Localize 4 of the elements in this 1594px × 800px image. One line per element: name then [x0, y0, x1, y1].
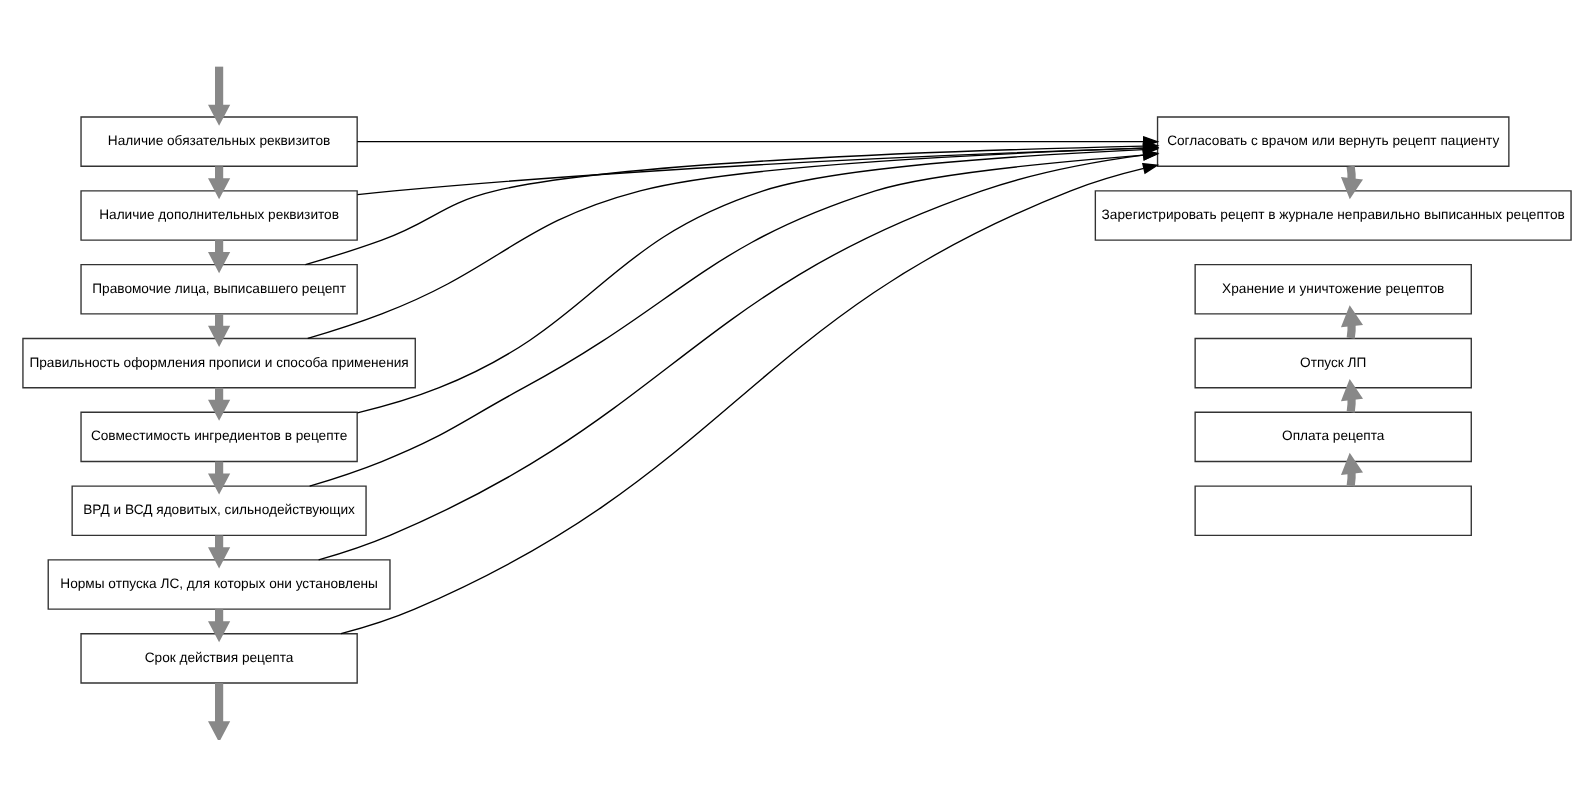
arrow [208, 66, 231, 126]
arrow [340, 162, 1160, 635]
arrow [208, 683, 231, 740]
node-box [1194, 485, 1472, 536]
